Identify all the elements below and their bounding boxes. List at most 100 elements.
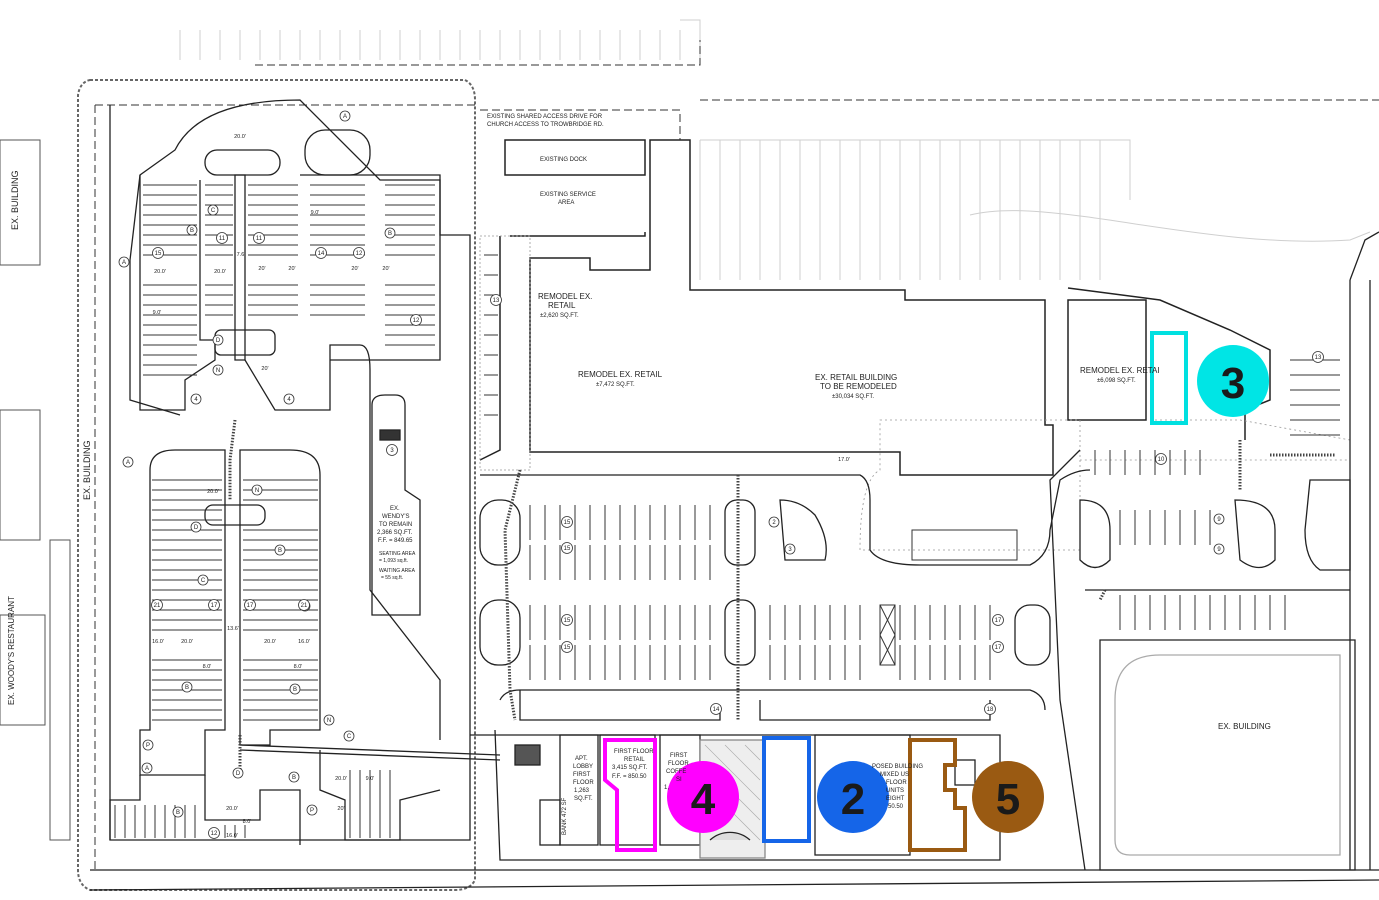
wendys-label-2: WENDY'S xyxy=(382,514,409,520)
marker-5: 5 xyxy=(972,761,1044,833)
marker-2: 2 xyxy=(817,761,889,833)
proposed-label-4: UNITS xyxy=(886,788,904,794)
stall-15e: 15 xyxy=(564,645,571,651)
tag-b-2: B xyxy=(388,231,392,237)
existing-service-label-2: AREA xyxy=(558,200,574,206)
dim-5: 20' xyxy=(258,266,265,272)
remodel-7472-label-1: REMODEL EX. RETAIL xyxy=(578,370,663,379)
stall-13b: 13 xyxy=(1315,355,1322,361)
stall-2a: 2 xyxy=(772,520,776,526)
ffr-label-4: F.F. = 850.50 xyxy=(612,774,647,780)
coffee-label-2: FLOOR xyxy=(668,761,689,767)
marker-3: 3 xyxy=(1197,345,1269,417)
dim-13: 16.0' xyxy=(152,639,164,645)
dim-20: 16.0' xyxy=(226,833,238,839)
dim-9: 9.0' xyxy=(153,310,162,316)
ffr-label-3: 3,415 SQ.FT. xyxy=(612,765,648,771)
stall-15d: 15 xyxy=(564,618,571,624)
tag-c-2: C xyxy=(201,578,206,584)
tag-d-1: D xyxy=(216,338,221,344)
aisle-x-marks xyxy=(879,529,1018,666)
proposed-label-2: MIXED US xyxy=(880,772,909,778)
proposed-label-3: FLOOR xyxy=(886,780,907,786)
dim-18: 8.0' xyxy=(294,664,303,670)
apt-label-6: SQ.FT. xyxy=(574,796,593,802)
tag-b-3: B xyxy=(278,548,282,554)
ex-building-mid-label: EX. BUILDING xyxy=(82,440,92,500)
coffee-label-3: COFFE xyxy=(666,769,686,775)
dim-24: 20' xyxy=(337,806,344,812)
stall-11a: 11 xyxy=(219,236,226,242)
walkways xyxy=(228,419,1335,770)
stall-12b: 12 xyxy=(413,318,420,324)
tag-b-7: B xyxy=(176,810,180,816)
dim-6: 20' xyxy=(288,266,295,272)
existing-dock-label: EXISTING DOCK xyxy=(540,157,587,163)
coffee-label-5: 1, xyxy=(664,785,669,791)
stall-4a: 4 xyxy=(194,397,198,403)
ffr-label-2: RETAIL xyxy=(624,757,645,763)
dimension-text: 20.0' 9.0' 20.0' 20.0' 20' 20' 20' 20' 9… xyxy=(152,134,850,839)
outline-cyan xyxy=(1150,331,1188,425)
stall-3a: 3 xyxy=(390,448,394,454)
dim-19: 20.0' xyxy=(226,806,238,812)
stall-21a: 21 xyxy=(154,603,161,609)
apt-label-2: LOBBY xyxy=(573,764,593,770)
outline-magenta xyxy=(603,738,657,852)
remodel-2620-label-1: REMODEL EX. xyxy=(538,292,592,301)
outline-blue xyxy=(762,736,811,843)
ex-woodys-label: EX. WOODY'S RESTAURANT xyxy=(7,596,16,705)
apt-label-3: FIRST xyxy=(573,772,591,778)
remodel-2620-label-2: RETAIL xyxy=(548,301,576,310)
left-buildings xyxy=(0,139,71,841)
wendys-label-8: WAITING AREA xyxy=(379,568,416,574)
remodel-7472-label-2: ±7,472 SQ.FT. xyxy=(596,382,635,388)
remodel-6098-label-2: ±6,098 SQ.FT. xyxy=(1097,378,1136,384)
ex-retail-label-1: EX. RETAIL BUILDING xyxy=(815,373,897,382)
dim-21: 8.0' xyxy=(243,819,252,825)
tag-b-6: B xyxy=(293,687,297,693)
dim-23: 20.0' xyxy=(335,776,347,782)
stall-9b: 9 xyxy=(1217,547,1221,553)
remodel-6098-label-1: REMODEL EX. RETAI xyxy=(1080,366,1160,375)
bank-label: BANK 472 SF xyxy=(562,797,568,835)
stall-15c: 15 xyxy=(564,546,571,552)
text-labels: EX. BUILDING EX. BUILDING EX. WOODY'S RE… xyxy=(7,114,1271,835)
tag-c-1: C xyxy=(211,208,216,214)
ex-retail-label-3: ±30,034 SQ.FT. xyxy=(832,394,874,400)
marker-4-number: 4 xyxy=(691,775,716,824)
wendys-label-6: SEATING AREA xyxy=(379,551,416,557)
shared-drive-label-2: CHURCH ACCESS TO TROWBRIDGE RD. xyxy=(487,122,604,128)
coffee-label-4: SI xyxy=(676,777,682,783)
stall-15a: 15 xyxy=(155,251,162,257)
stall-lines-center xyxy=(484,254,1340,680)
stall-4b: 4 xyxy=(287,397,291,403)
center-retail-buildings xyxy=(479,139,1271,476)
stall-3b: 3 xyxy=(788,547,792,553)
apt-label-1: APT. xyxy=(575,756,588,762)
dim-25: 9.0' xyxy=(366,776,375,782)
tag-a-1: A xyxy=(343,114,347,120)
property-lines xyxy=(94,40,1379,870)
circle-tags xyxy=(118,110,396,818)
wendys-label-3: TO REMAIN xyxy=(379,522,412,528)
tag-b-8: B xyxy=(292,775,296,781)
dim-4: 20.0' xyxy=(214,269,226,275)
shared-drive-label-1: EXISTING SHARED ACCESS DRIVE FOR xyxy=(487,114,603,120)
outline-brown xyxy=(908,738,967,852)
tag-n-2: N xyxy=(255,488,259,494)
stall-17c: 17 xyxy=(995,618,1002,624)
stall-12a: 12 xyxy=(356,251,363,257)
wendys-label-9: = 55 sq.ft. xyxy=(381,575,403,581)
stall-17a: 17 xyxy=(211,603,218,609)
tag-b-5: B xyxy=(185,685,189,691)
dim-17: 8.0' xyxy=(203,664,212,670)
remodel-2620-label-3: ±2,620 SQ.FT. xyxy=(540,313,579,319)
marker-3-number: 3 xyxy=(1221,359,1245,408)
stall-15b: 15 xyxy=(564,520,571,526)
tag-d-2: D xyxy=(194,525,199,531)
apt-label-4: FLOOR xyxy=(573,780,594,786)
ex-retail-label-2: TO BE REMODELED xyxy=(820,382,897,391)
stall-11b: 11 xyxy=(256,236,263,242)
